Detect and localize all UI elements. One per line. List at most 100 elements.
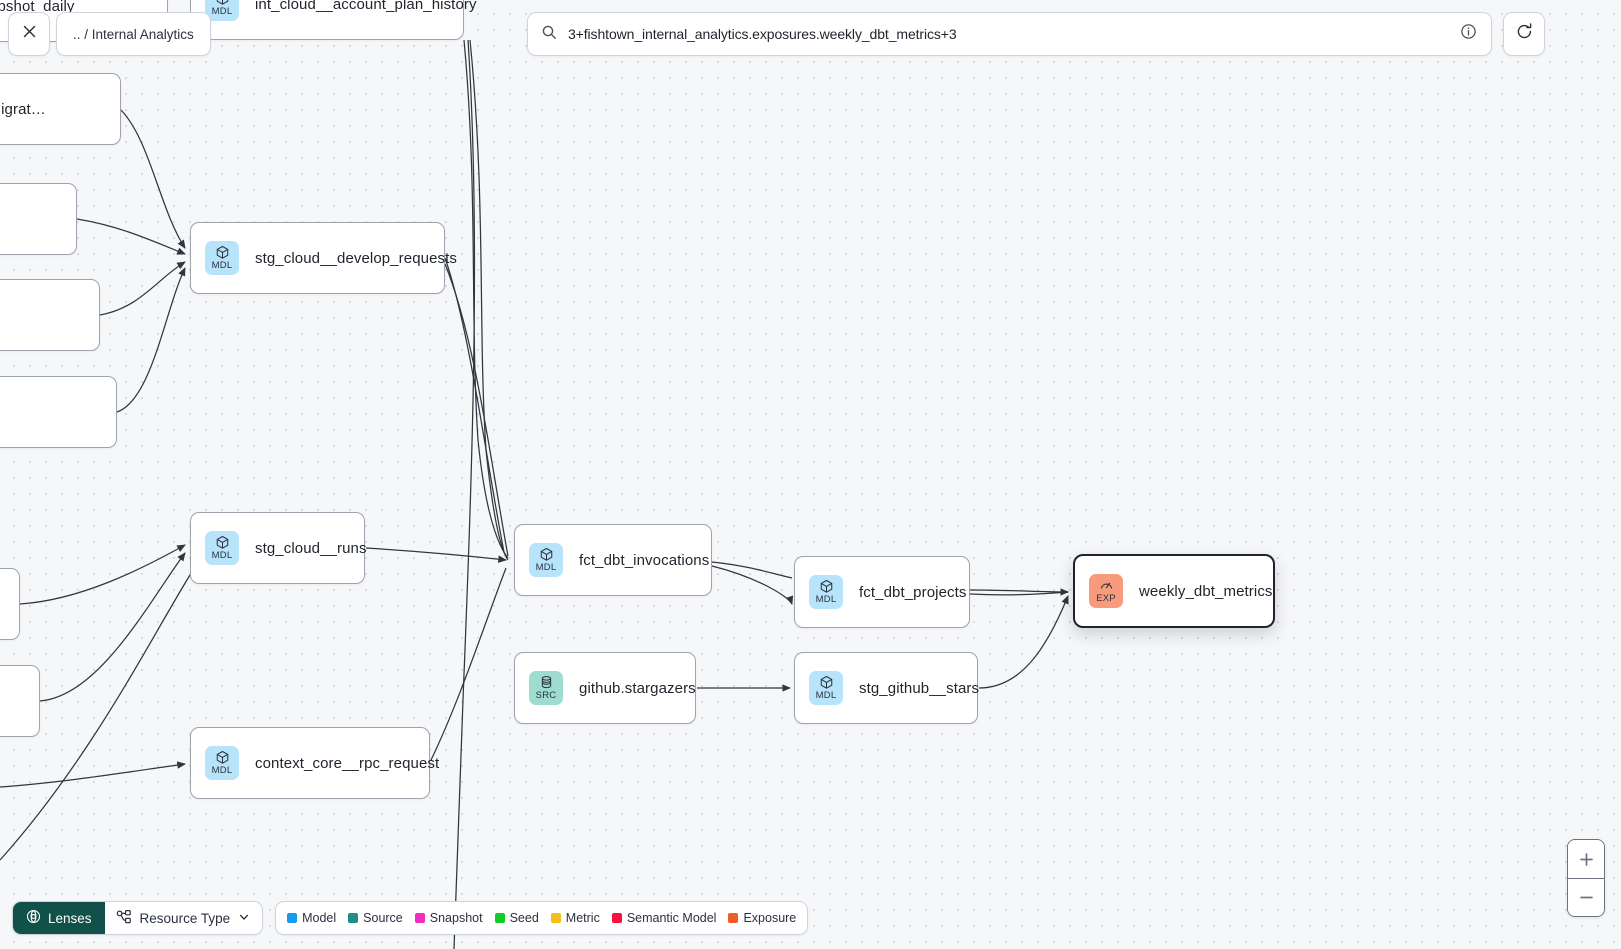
graph-node[interactable]: n: [0, 568, 20, 640]
cube-icon: MDL: [809, 575, 843, 609]
edge: [969, 591, 1069, 596]
search-input[interactable]: [566, 25, 1460, 43]
legend-item[interactable]: Semantic Model: [611, 911, 716, 925]
graph-node[interactable]: MDL context_core__rpc_request: [190, 727, 439, 799]
graph-node[interactable]: MDL stg_cloud__runs: [190, 512, 367, 584]
edge: [19, 544, 186, 605]
breadcrumb-label: .. / Internal Analytics: [73, 26, 194, 42]
lens-group: Lenses Resource Type: [12, 901, 264, 935]
legend-label: Model: [302, 911, 337, 925]
breadcrumb[interactable]: .. / Internal Analytics: [56, 12, 211, 56]
node-label: stg_cloud__runs: [255, 539, 367, 557]
chevron-down-icon: [238, 911, 250, 926]
graph-node[interactable]: SRC github.stargazers: [514, 652, 696, 724]
node-label: stg_github__stars: [859, 679, 980, 697]
nodes-icon: [116, 909, 132, 928]
graph-node[interactable]: multicell_migrat…: [0, 73, 121, 145]
edge: [444, 257, 505, 553]
refresh-button[interactable]: [1503, 12, 1545, 56]
node-type-badge-label: MDL: [815, 690, 837, 701]
legend-label: Exposure: [743, 911, 797, 925]
node-label: snapshot_daily: [0, 0, 75, 15]
graph-node[interactable]: p_request: [0, 183, 77, 255]
graph-node[interactable]: MDL stg_cloud__develop_requests: [190, 222, 457, 294]
resource-type-legend: Model Source Snapshot Seed Metric Semantic Mo…: [275, 901, 809, 935]
zoom-controls: [1567, 839, 1605, 917]
close-icon: [21, 23, 38, 45]
node-label: weekly_dbt_metrics: [1139, 582, 1273, 600]
legend-swatch: [550, 913, 561, 923]
edge: [365, 547, 507, 563]
zoom-in-button[interactable]: [1568, 840, 1604, 878]
search-bar[interactable]: [527, 12, 1492, 56]
search-icon: [541, 24, 557, 45]
node-label: int_cloud__account_plan_history: [255, 0, 477, 13]
resource-type-label: Resource Type: [139, 910, 231, 926]
edge: [120, 109, 186, 249]
edge: [453, 39, 476, 949]
legend-item[interactable]: Exposure: [728, 911, 796, 925]
edge: [978, 595, 1069, 689]
node-type-badge-label: EXP: [1096, 593, 1116, 604]
top-toolbar: .. / Internal Analytics: [0, 0, 1621, 62]
close-button[interactable]: [8, 12, 50, 56]
edge: [116, 267, 186, 413]
bottom-toolbar: Lenses Resource Type: [12, 901, 809, 935]
edge: [39, 552, 186, 702]
lens-icon: [26, 909, 41, 927]
graph-node[interactable]: MDL stg_github__stars: [794, 652, 980, 724]
legend-swatch: [611, 913, 622, 923]
zoom-out-button[interactable]: [1568, 878, 1604, 916]
cube-icon: MDL: [205, 0, 239, 21]
cube-icon: MDL: [529, 543, 563, 577]
legend-label: Source: [363, 911, 403, 925]
cube-icon: MDL: [205, 241, 239, 275]
legend-label: Metric: [565, 911, 600, 925]
legend-swatch: [728, 913, 739, 923]
edge: [430, 567, 507, 761]
node-type-badge-label: MDL: [211, 260, 233, 271]
cube-icon: MDL: [205, 531, 239, 565]
node-type-badge-label: MDL: [535, 562, 557, 573]
node-type-badge-label: MDL: [211, 550, 233, 561]
info-icon[interactable]: [1460, 23, 1477, 45]
edge: [469, 39, 509, 561]
graph-node[interactable]: _run: [0, 665, 40, 737]
graph-node[interactable]: velop_request: [0, 279, 100, 351]
legend-item[interactable]: Metric: [550, 911, 600, 925]
node-type-badge-label: SRC: [535, 690, 557, 701]
graph-node[interactable]: MDL int_cloud__account_plan_history: [190, 0, 476, 40]
graph-node[interactable]: _develop_request: [0, 376, 117, 448]
analytics-icon: EXP: [1089, 574, 1123, 608]
edge: [0, 761, 186, 788]
refresh-icon: [1515, 22, 1534, 46]
cube-icon: MDL: [205, 746, 239, 780]
graph-node[interactable]: MDL fct_dbt_projects: [794, 556, 970, 628]
legend-item[interactable]: Seed: [494, 911, 539, 925]
node-type-badge-label: MDL: [815, 594, 837, 605]
graph-node[interactable]: EXP weekly_dbt_metrics: [1073, 554, 1275, 628]
edge: [711, 561, 793, 579]
node-label: stg_cloud__develop_requests: [255, 249, 458, 267]
node-label: multicell_migrat…: [0, 100, 46, 118]
lenses-button[interactable]: Lenses: [13, 902, 105, 934]
cube-icon: MDL: [809, 671, 843, 705]
lenses-label: Lenses: [48, 910, 92, 926]
legend-item[interactable]: Snapshot: [414, 911, 483, 925]
graph-node[interactable]: MDL fct_dbt_invocations: [514, 524, 712, 596]
resource-type-button[interactable]: Resource Type: [105, 902, 263, 934]
edge: [444, 263, 509, 557]
node-label: fct_dbt_projects: [859, 583, 967, 601]
legend-item[interactable]: Model: [287, 911, 336, 925]
legend-swatch: [494, 913, 505, 923]
node-label: github.stargazers: [579, 679, 696, 697]
node-label: fct_dbt_invocations: [579, 551, 710, 569]
node-label: context_core__rpc_request: [255, 754, 440, 772]
database-icon: SRC: [529, 671, 563, 705]
edge: [711, 565, 794, 605]
edge: [463, 39, 509, 559]
edge: [969, 588, 1070, 596]
legend-swatch: [287, 913, 298, 923]
legend-item[interactable]: Source: [348, 911, 403, 925]
